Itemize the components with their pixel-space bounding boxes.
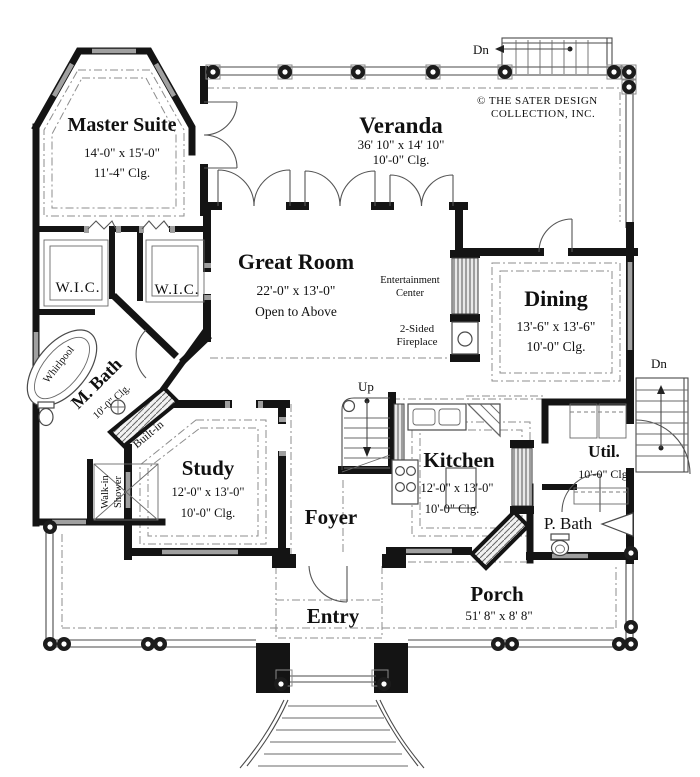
columns (43, 64, 638, 691)
wic-left-label: W.I.C. (55, 280, 100, 296)
stove (391, 459, 419, 505)
powder-bath-sink (600, 512, 634, 537)
utility-clg: 10'-0" Clg (578, 467, 627, 481)
entry-label: Entry (307, 604, 360, 628)
great-room-note: Open to Above (255, 304, 337, 319)
walk-in-shower-box (93, 463, 159, 521)
master-bath-sink (110, 399, 126, 415)
fixtures-layer (26, 239, 634, 557)
wic-right-label: W.I.C. (154, 282, 199, 298)
column (350, 64, 366, 80)
kitchen-dim: 12'-0" x 13'-0" (420, 481, 493, 495)
opening-casings (84, 226, 286, 456)
entertainment-center-cabinet (451, 257, 479, 315)
stair-down-veranda-label: Dn (473, 42, 489, 57)
column (606, 64, 622, 80)
column (43, 637, 57, 651)
washer-dryer (569, 403, 627, 439)
dining-dim: 13'-6" x 13'-6" (517, 319, 596, 334)
porch-label: Porch (470, 582, 524, 606)
column (624, 637, 638, 651)
great-room-dim: 22'-0" x 13'-0" (257, 283, 336, 298)
walk-in-shower-line2: Shower (113, 475, 124, 508)
fireplace (451, 321, 479, 355)
entertainment-center-line2: Center (396, 288, 424, 299)
powder-bath-vanity (573, 487, 629, 505)
stair-down-dining-label: Dn (651, 356, 667, 371)
kitchen-label: Kitchen (423, 448, 494, 472)
column (624, 546, 638, 560)
stair-up-label: Up (358, 379, 374, 394)
column (621, 64, 637, 80)
master-bath-toilet (37, 401, 55, 427)
dining-clg: 10'-0" Clg. (527, 339, 586, 354)
column (497, 64, 513, 80)
copyright-line2: COLLECTION, INC. (491, 108, 595, 120)
whirlpool-tub (26, 329, 98, 407)
master-suite-clg: 11'-4" Clg. (94, 165, 150, 180)
veranda-clg: 10'-0" Clg. (373, 152, 430, 167)
column (205, 64, 221, 80)
column (43, 520, 57, 534)
column (274, 677, 288, 691)
stair-up-center (341, 397, 391, 473)
entry-steps (239, 669, 425, 769)
veranda-label: Veranda (359, 113, 443, 138)
foyer-label: Foyer (305, 505, 357, 529)
entertainment-center-line1: Entertainment (380, 275, 440, 286)
labels-layer: Master Suite 14'-0" x 15'-0" 11'-4" Clg.… (42, 42, 668, 628)
column (277, 64, 293, 80)
copyright-line1: © THE SATER DESIGN (477, 95, 598, 107)
study-label: Study (182, 456, 235, 480)
column (57, 637, 71, 651)
kitchen-clg: 10'-0" Clg. (425, 502, 480, 516)
column (624, 620, 638, 634)
powder-bath-label: P. Bath (544, 514, 593, 533)
ceiling-break-lines (61, 87, 632, 639)
stair-down-veranda (495, 37, 613, 76)
great-room-label: Great Room (238, 249, 354, 274)
column (377, 677, 391, 691)
fireplace-line2: Fireplace (397, 336, 438, 348)
column (153, 637, 167, 651)
kitchen-sink-counter (407, 403, 501, 438)
column (141, 637, 155, 651)
walk-in-shower-line1: Walk-in (100, 474, 111, 508)
master-suite-label: Master Suite (67, 114, 176, 136)
column (621, 79, 637, 95)
column (425, 64, 441, 80)
closet-shelves (43, 239, 205, 307)
fireplace-line1: 2-Sided (400, 323, 435, 335)
column (505, 637, 519, 651)
study-clg: 10'-0" Clg. (181, 506, 236, 520)
master-suite-dim: 14'-0" x 15'-0" (84, 145, 160, 160)
veranda-dim: 36' 10" x 14' 10" (358, 137, 445, 152)
kitchen-island (445, 467, 477, 509)
dining-label: Dining (524, 286, 588, 311)
doors (87, 101, 691, 603)
windows (33, 48, 633, 559)
column (491, 637, 505, 651)
powder-bath-toilet (550, 533, 570, 557)
study-dim: 12'-0" x 13'-0" (171, 485, 244, 499)
utility-label: Util. (588, 442, 620, 461)
column (612, 637, 626, 651)
stair-down-dining (635, 377, 689, 473)
porch-dim: 51' 8" x 8' 8" (465, 608, 532, 623)
